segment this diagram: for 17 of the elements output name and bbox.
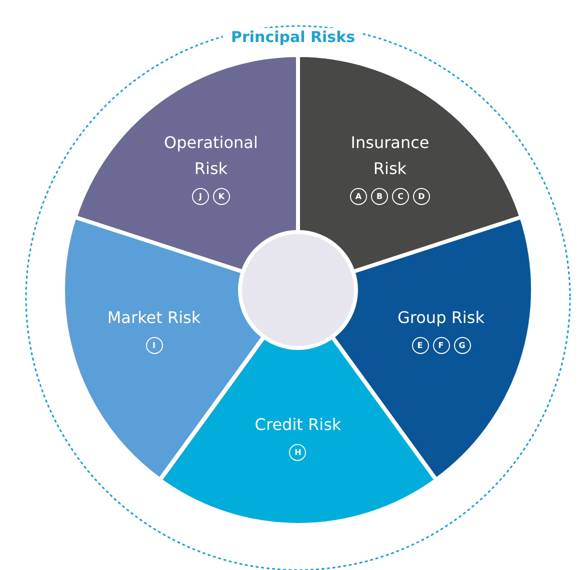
risk-name: Credit Risk [254,414,342,436]
circled-letter: C [392,188,409,205]
circled-letter: A [350,188,367,205]
circled-letter: B [371,188,388,205]
circled-letter: F [432,336,450,354]
risk-name: Group Risk [398,306,484,329]
circled-letter: D [413,188,430,205]
risk-name: Market Risk [107,306,201,329]
circled-letter: I [146,336,162,354]
circled-letter: K [212,188,230,205]
risk-name: Insurance Risk [350,132,430,180]
circled-letter: H [289,444,306,461]
circled-letter: J [192,188,209,205]
circled-letter: G [454,336,470,354]
diagram-title: Principal Risks [223,28,363,46]
circled-letter: E [412,336,428,354]
risk-name: Operational Risk [163,132,259,180]
